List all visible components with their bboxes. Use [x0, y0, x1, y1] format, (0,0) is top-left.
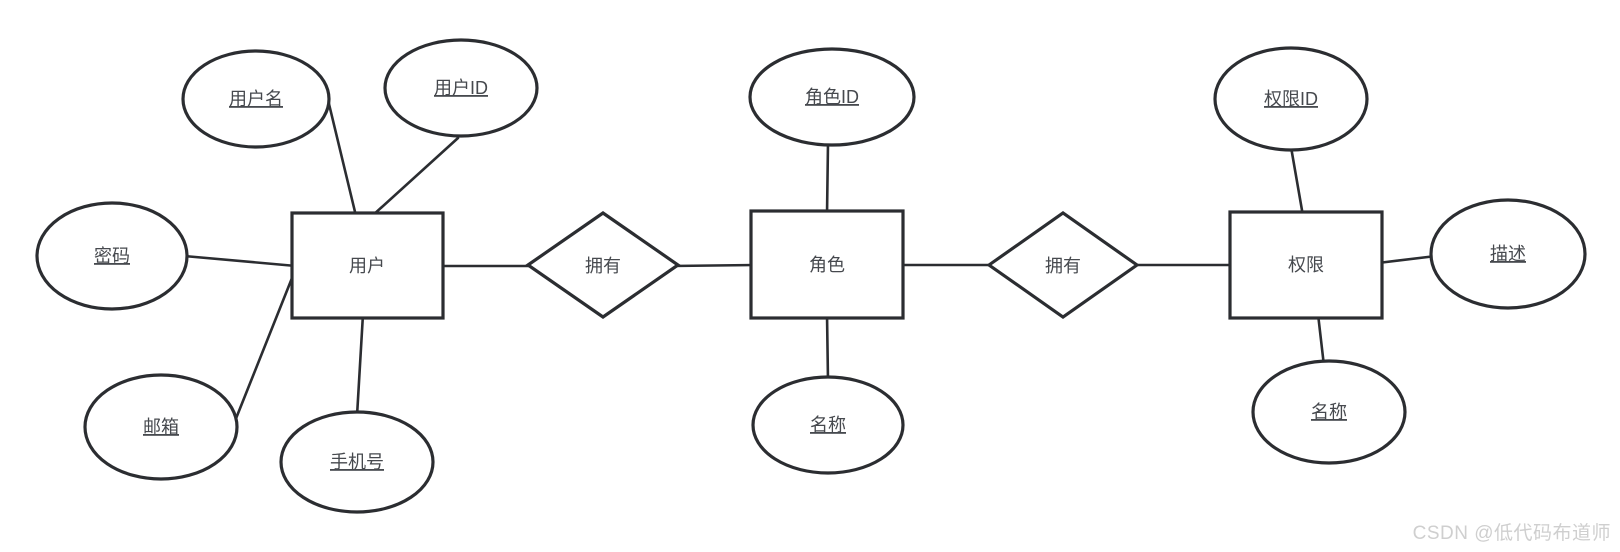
attribute-role-id-label: 角色ID: [805, 87, 859, 107]
connector-role-rolename: [825, 312, 830, 383]
connector-permission-description: [1376, 254, 1438, 265]
entity-role-box: [749, 209, 905, 320]
relationship-owns1-label: 拥有: [585, 256, 621, 276]
attribute-permission-id-ellipse: [1213, 46, 1369, 152]
connector-permission-permname: [1316, 312, 1326, 368]
attribute-username-ellipse: [181, 49, 331, 149]
connector-roleid-role: [825, 141, 830, 217]
relationship-owns1-diamond: [525, 211, 681, 319]
entity-role-label: 角色: [809, 255, 845, 275]
attribute-permission-id-label: 权限ID: [1264, 89, 1318, 109]
attribute-password-label: 密码: [94, 246, 130, 266]
relationship-owns-user-role: 拥有: [525, 211, 681, 319]
attribute-user-id: 用户ID: [383, 38, 539, 138]
connector-userid-user: [370, 136, 460, 218]
entity-user: 用户: [290, 211, 445, 320]
attribute-phone-label: 手机号: [330, 452, 384, 472]
entity-permission-box: [1228, 210, 1384, 320]
connector-password-user: [182, 254, 298, 268]
attribute-user-id-label: 用户ID: [434, 78, 488, 98]
connector-username-user: [327, 102, 358, 218]
attribute-permission-name: 名称: [1251, 359, 1407, 465]
attribute-role-name: 名称: [751, 375, 905, 475]
connector-phone-user: [355, 312, 365, 418]
entity-role: 角色: [749, 209, 905, 320]
entity-permission-label: 权限: [1288, 255, 1324, 275]
attribute-permission-id: 权限ID: [1213, 46, 1369, 152]
attribute-role-id-ellipse: [748, 47, 916, 147]
connector-email-user: [233, 266, 298, 423]
attribute-phone: 手机号: [279, 410, 435, 514]
attribute-user-id-ellipse: [383, 38, 539, 138]
connector-permid-permission: [1289, 145, 1305, 218]
relationship-owns2-label: 拥有: [1045, 256, 1081, 276]
attribute-email: 邮箱: [83, 373, 239, 481]
entity-user-label: 用户: [349, 256, 385, 276]
attribute-permission-name-ellipse: [1251, 359, 1407, 465]
relationship-owns-role-permission: 拥有: [986, 211, 1140, 319]
attribute-email-ellipse: [83, 373, 239, 481]
connector-owns1-role: [670, 263, 757, 268]
attribute-email-label: 邮箱: [143, 417, 179, 437]
attribute-password-ellipse: [35, 201, 189, 311]
attribute-password: 密码: [35, 201, 189, 311]
attribute-phone-ellipse: [279, 410, 435, 514]
attribute-description-ellipse: [1429, 198, 1587, 310]
attribute-description: 描述: [1429, 198, 1587, 310]
csdn-watermark: CSDN @低代码布道师: [1413, 522, 1611, 544]
attribute-role-id: 角色ID: [748, 47, 916, 147]
attribute-role-name-ellipse: [751, 375, 905, 475]
connectors: [182, 102, 1438, 423]
relationship-owns2-diamond: [986, 211, 1140, 319]
entity-permission: 权限: [1228, 210, 1384, 320]
attribute-description-label: 描述: [1490, 244, 1526, 264]
entity-user-box: [290, 211, 445, 320]
attribute-username: 用户名: [181, 49, 331, 149]
attribute-username-label: 用户名: [229, 89, 283, 109]
attribute-role-name-label: 名称: [810, 415, 846, 435]
attribute-permission-name-label: 名称: [1311, 402, 1347, 422]
